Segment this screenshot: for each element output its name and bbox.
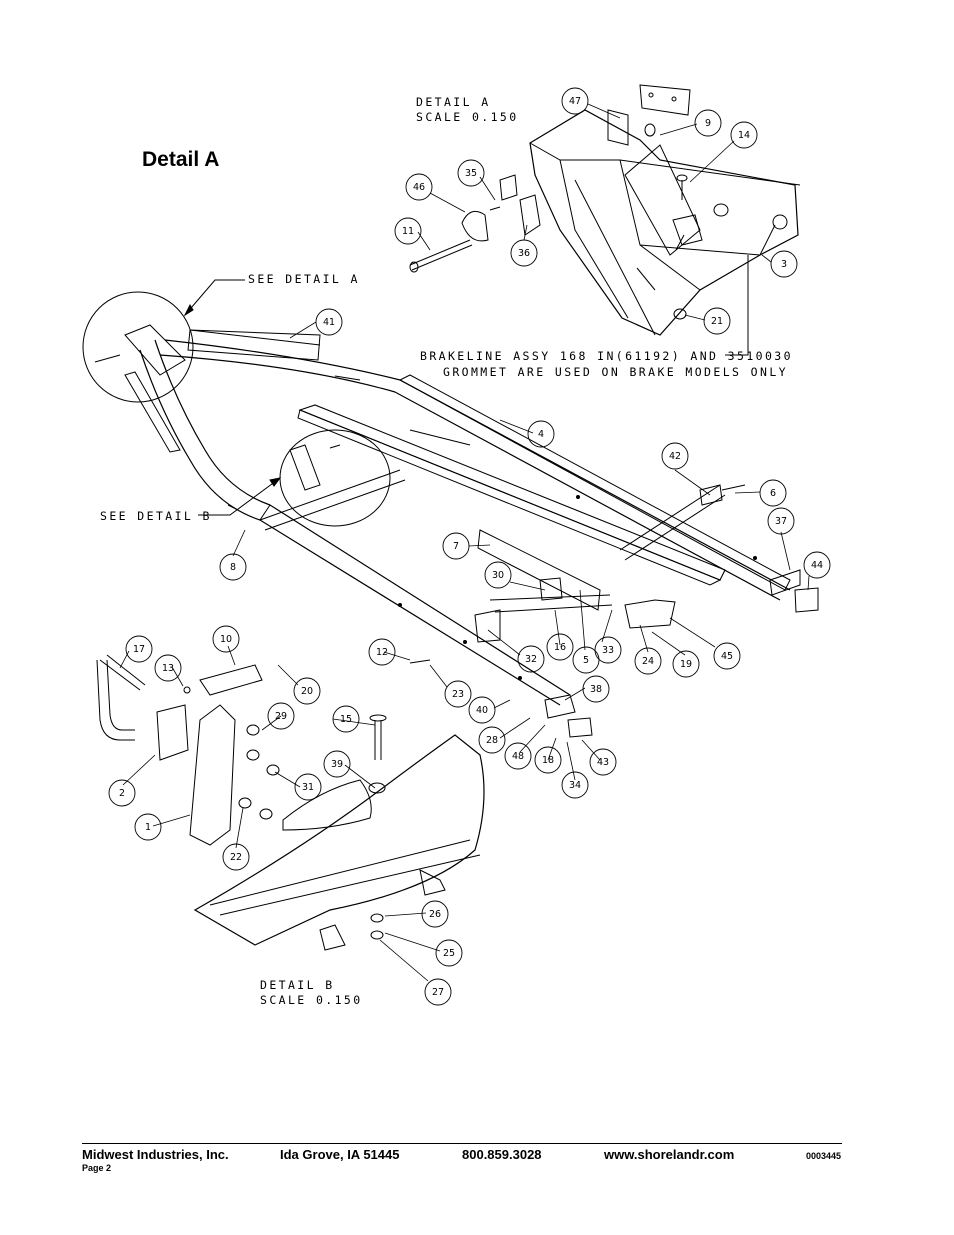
part-number: 2 — [119, 788, 125, 799]
part-number: 14 — [738, 130, 750, 141]
part-number: 8 — [230, 562, 236, 573]
footer-city: Ida Grove, IA 51445 — [280, 1147, 400, 1162]
detail-a-assembly — [410, 85, 800, 355]
part-number: 7 — [453, 541, 459, 552]
footer-page-number: Page 2 — [82, 1163, 112, 1173]
footer-divider — [82, 1143, 842, 1144]
part-number: 34 — [569, 780, 581, 791]
part-number: 29 — [275, 711, 287, 722]
part-number: 9 — [705, 118, 711, 129]
part-number: 23 — [452, 689, 464, 700]
part-number: 21 — [711, 316, 723, 327]
part-number: 24 — [642, 656, 654, 667]
part-number: 40 — [476, 705, 488, 716]
part-number: 45 — [721, 651, 733, 662]
part-number: 15 — [340, 714, 352, 725]
footer-website: www.shorelandr.com — [604, 1147, 735, 1162]
part-number: 39 — [331, 759, 343, 770]
part-number: 25 — [443, 948, 455, 959]
detail-b-assembly — [97, 655, 484, 950]
part-number: 32 — [525, 654, 537, 665]
part-number: 42 — [669, 451, 681, 462]
part-number: 11 — [402, 226, 414, 237]
see-detail-a-callout: SEE DETAIL A — [248, 272, 360, 286]
part-number: 5 — [583, 655, 589, 666]
detail-a-title: DETAIL A — [416, 95, 491, 109]
part-number: 38 — [590, 684, 602, 695]
part-number: 41 — [323, 317, 335, 328]
part-number: 27 — [432, 987, 444, 998]
part-number: 47 — [569, 96, 581, 107]
part-number: 16 — [554, 642, 566, 653]
part-number: 13 — [162, 663, 174, 674]
see-detail-b-callout: SEE DETAIL B — [100, 509, 212, 523]
detail-b-title: DETAIL B — [260, 978, 335, 992]
detail-a-scale: SCALE 0.150 — [416, 110, 519, 124]
part-number: 10 — [220, 634, 232, 645]
brake-note-line-2: GROMMET ARE USED ON BRAKE MODELS ONLY — [443, 365, 788, 379]
footer-company: Midwest Industries, Inc. — [82, 1147, 229, 1162]
footer-phone: 800.859.3028 — [462, 1147, 542, 1162]
footer-doc-number: 0003445 — [806, 1151, 842, 1161]
part-number: 28 — [486, 735, 498, 746]
part-number: 48 — [512, 751, 524, 762]
drawing-annotations: DETAIL A SCALE 0.150 SEE DETAIL A BRAKEL… — [100, 95, 793, 1007]
part-number: 46 — [413, 182, 425, 193]
part-number: 6 — [770, 488, 776, 499]
brake-note-line-1: BRAKELINE ASSY 168 IN(61192) AND 3510030 — [420, 349, 793, 363]
part-number: 33 — [602, 645, 614, 656]
part-number: 35 — [465, 168, 477, 179]
part-number: 12 — [376, 647, 388, 658]
part-number: 37 — [775, 516, 787, 527]
part-number: 20 — [301, 686, 313, 697]
part-number: 4 — [538, 429, 544, 440]
part-number: 43 — [597, 757, 609, 768]
part-number-labels: 47 9 14 35 46 11 36 3 21 41 4 42 6 37 44… — [119, 96, 823, 998]
part-number: 44 — [811, 560, 823, 571]
detail-b-scale: SCALE 0.150 — [260, 993, 363, 1007]
trailer-frame — [83, 280, 818, 737]
part-number: 17 — [133, 644, 145, 655]
part-number: 30 — [492, 570, 504, 581]
page-heading: Detail A — [142, 148, 220, 171]
part-number: 18 — [542, 755, 554, 766]
part-number: 31 — [302, 782, 314, 793]
part-number: 22 — [230, 852, 242, 863]
part-number: 26 — [429, 909, 441, 920]
part-number: 36 — [518, 248, 530, 259]
part-number: 3 — [781, 259, 787, 270]
part-number: 1 — [145, 822, 151, 833]
part-number: 19 — [680, 659, 692, 670]
